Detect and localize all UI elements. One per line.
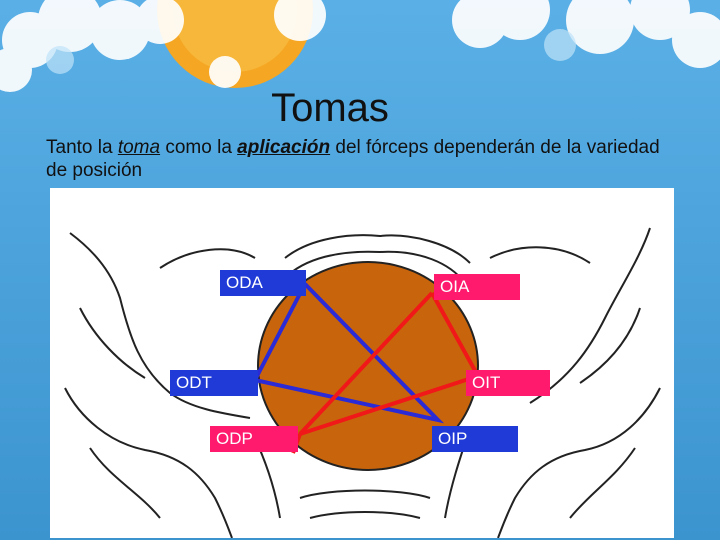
body-text-part-3: aplicación: [237, 137, 331, 158]
label-oda: ODA: [220, 270, 306, 296]
label-oia: OIA: [434, 274, 520, 300]
pelvis-illustration: [64, 227, 661, 538]
body-text-part-1: toma: [117, 137, 161, 158]
body-text-part-0: Tanto la: [46, 137, 118, 158]
slide-body-text: Tanto la toma como la aplicación del fór…: [46, 136, 686, 182]
cloud-decoration: [0, 0, 720, 92]
pelvis-outline: [64, 227, 661, 538]
label-odp: ODP: [210, 426, 298, 452]
body-text-part-2: como la: [160, 137, 238, 158]
label-odt: ODT: [170, 370, 258, 396]
body-text-part-4: del fórceps dependerán de la variedad de…: [46, 137, 660, 181]
pelvis-diagram: ODA OIA ODT OIT ODP OIP: [50, 188, 674, 538]
slide-title: Tomas: [271, 86, 389, 130]
blue-lines: [252, 282, 445, 424]
label-oit: OIT: [466, 370, 550, 396]
sun-decoration: [157, 0, 313, 88]
label-oip: OIP: [432, 426, 518, 452]
